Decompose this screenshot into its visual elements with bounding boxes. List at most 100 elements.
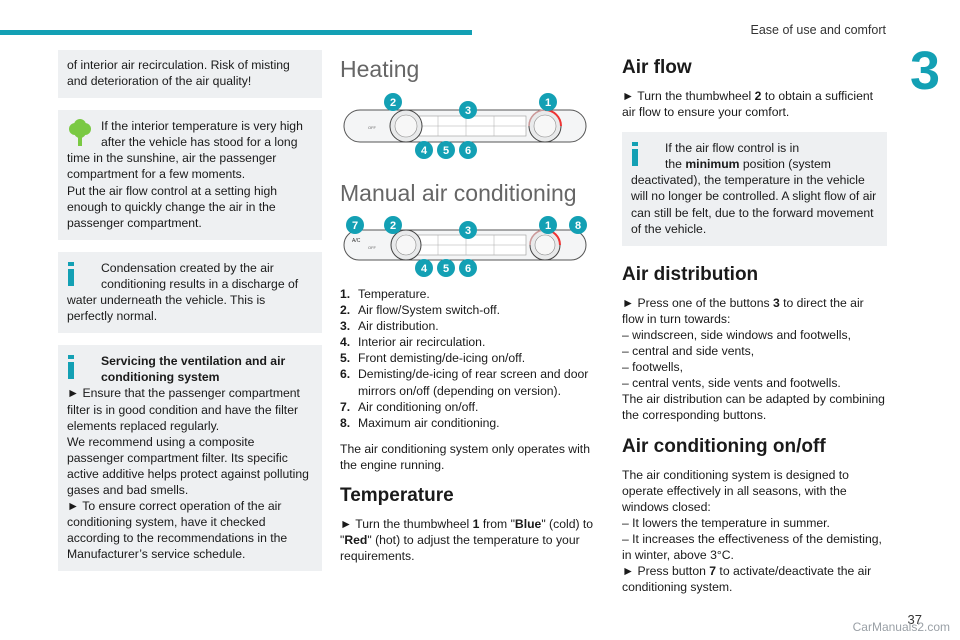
list-item: – central and side vents, <box>622 344 755 359</box>
intro-text: of interior air recirculation. Risk of m… <box>67 58 290 89</box>
callout-6 <box>459 141 477 159</box>
air-distribution-combine-note: The air distribution can be adapted by c… <box>622 392 885 423</box>
off-label: OFF <box>368 125 377 130</box>
servicing-p3: ► To ensure correct operation of the air… <box>67 499 288 562</box>
off-label: OFF <box>368 245 377 250</box>
legend-item: 4. Interior air recirculation. <box>340 334 595 350</box>
callout-3-label: 3 <box>465 105 471 117</box>
callout-1 <box>539 93 557 111</box>
legend-item: 6.Demisting/de-icing of rear screen and … <box>340 366 595 398</box>
condensation-rest: water underneath the vehicle. This is pe… <box>67 293 266 324</box>
callout-6 <box>459 259 477 277</box>
legend-item: 1. Temperature. <box>340 286 595 302</box>
servicing-p1: ► Ensure that the passenger compartment … <box>67 386 300 433</box>
legend-item: 3. Air distribution. <box>340 318 595 334</box>
air-flow-note: If the air flow control is in the minimu… <box>622 132 887 246</box>
legend-text: Temperature. <box>358 287 430 301</box>
callout-2 <box>384 93 402 111</box>
servicing-p2: We recommend using a composite passenger… <box>67 434 309 497</box>
tree-icon <box>67 119 93 151</box>
eco-tip-line2: after the vehicle has stood for a long <box>101 135 298 150</box>
legend-text: Air flow/System switch-off. <box>358 303 500 318</box>
column-2: Heating OFF 2 3 1 4 5 6 Manual air condi… <box>340 50 595 564</box>
page-number: 37 <box>907 612 922 627</box>
legend-text: Maximum air conditioning. <box>358 415 500 430</box>
info-icon <box>67 355 75 383</box>
heading-temperature: Temperature <box>340 485 454 507</box>
intro-note: of interior air recirculation. Risk of m… <box>58 50 322 99</box>
legend-item: 5. Front demisting/de-icing on/off. <box>340 350 595 366</box>
condensation-note: Condensation created by the air conditio… <box>58 251 322 334</box>
air-flow-note-line2: the minimum position (system <box>665 157 831 172</box>
air-flow-note-line1: If the air flow control is in <box>665 141 800 156</box>
heading-air-distribution: Air distribution <box>622 263 759 285</box>
list-item: – footwells, <box>622 360 683 375</box>
air-distribution-instruction: ► Press one of the buttons 3 to direct t… <box>622 295 864 326</box>
callout-1-label: 1 <box>545 220 551 232</box>
callout-5 <box>437 141 455 159</box>
legend-number: 1. <box>340 287 351 301</box>
callout-4-label: 4 <box>421 263 428 275</box>
legend-text: Interior air recirculation. <box>358 335 486 350</box>
callout-2 <box>384 216 402 234</box>
legend-item: 7.Air conditioning on/off. <box>340 399 595 415</box>
heading-heating: Heating <box>340 56 420 82</box>
legend-number: 6. <box>340 367 351 382</box>
list-item: – windscreen, side windows and footwells… <box>622 327 851 342</box>
callout-1 <box>539 216 557 234</box>
callout-5-label: 5 <box>443 263 449 275</box>
legend-number: 3. <box>340 319 351 334</box>
callout-6-label: 6 <box>465 263 471 275</box>
eco-tip-p2: Put the air flow control at a setting hi… <box>67 183 278 230</box>
legend-text: Air distribution. <box>358 319 439 334</box>
legend-number: 7. <box>340 399 351 414</box>
callout-8 <box>569 216 587 234</box>
air-flow-note-rest: deactivated), the temperature in the veh… <box>631 173 877 236</box>
info-icon <box>67 261 75 290</box>
callout-4-label: 4 <box>421 145 428 157</box>
callout-2-label: 2 <box>390 97 396 109</box>
ac-on-off-instruction: ► Press button 7 to activate/deactivate … <box>622 564 872 595</box>
legend-list: 1. Temperature. 2. Air flow/System switch-… <box>340 286 595 431</box>
list-item: – central vents, side vents and footwell… <box>622 376 841 391</box>
chapter-title: Ease of use and comfort <box>750 23 887 37</box>
callout-3 <box>459 101 477 119</box>
watermark: CarManuals2.com <box>852 620 950 634</box>
eco-tip-rest: time in the sunshine, air the passenger … <box>67 151 277 182</box>
legend-number: 8. <box>340 415 351 430</box>
temperature-instruction: ► Turn the thumbwheel 1 from "Blue" (col… <box>340 517 594 564</box>
ac-on-off-list: – It lowers the temperature in summer. –… <box>622 515 887 563</box>
legend-number: 4. <box>340 335 351 350</box>
condensation-line1: Condensation created by the air <box>101 260 274 275</box>
legend-number: 2. <box>340 303 351 318</box>
legend-item: 8. Maximum air conditioning. <box>340 415 595 431</box>
callout-3-label: 3 <box>465 225 471 237</box>
list-item: – It lowers the temperature in summer. <box>622 515 830 530</box>
legend-number: 5. <box>340 351 351 366</box>
ac-on-off-intro: The air conditioning system is designed … <box>622 467 849 514</box>
callout-4 <box>415 259 433 277</box>
heating-control-panel-figure: OFF 2 3 1 4 5 6 <box>343 93 587 159</box>
legend-item: 2. Air flow/System switch-off. <box>340 302 595 318</box>
callout-1-label: 1 <box>545 97 551 109</box>
column-3: Air flow ► Turn the thumbwheel 2 to obta… <box>622 50 887 595</box>
servicing-title-line2: conditioning system <box>101 370 220 385</box>
air-flow-instruction: ► Turn the thumbwheel 2 to obtain a suff… <box>622 89 874 120</box>
chapter-number: 3 <box>909 41 940 101</box>
callout-2-label: 2 <box>390 220 396 232</box>
eco-tip-line1: If the interior temperature is very high <box>101 119 303 134</box>
servicing-title-line1: Servicing the ventilation and air <box>101 354 286 369</box>
header-accent-rule <box>0 30 472 35</box>
heading-manual-ac: Manual air conditioning <box>340 180 577 206</box>
list-item: – It increases the effectiveness of the … <box>622 531 882 562</box>
condensation-line2: conditioning results in a discharge of <box>101 276 299 291</box>
ac-engine-note: The air conditioning system only operate… <box>340 441 590 472</box>
heading-ac-on-off: Air conditioning on/off <box>622 435 826 457</box>
legend-text: Front demisting/de-icing on/off. <box>358 351 526 366</box>
ac-label: A/C <box>352 238 361 244</box>
servicing-note: Servicing the ventilation and air condit… <box>58 345 322 572</box>
air-distribution-list: – windscreen, side windows and footwells… <box>622 327 887 391</box>
callout-5 <box>437 259 455 277</box>
callout-3 <box>459 221 477 239</box>
heading-air-flow: Air flow <box>622 57 692 78</box>
